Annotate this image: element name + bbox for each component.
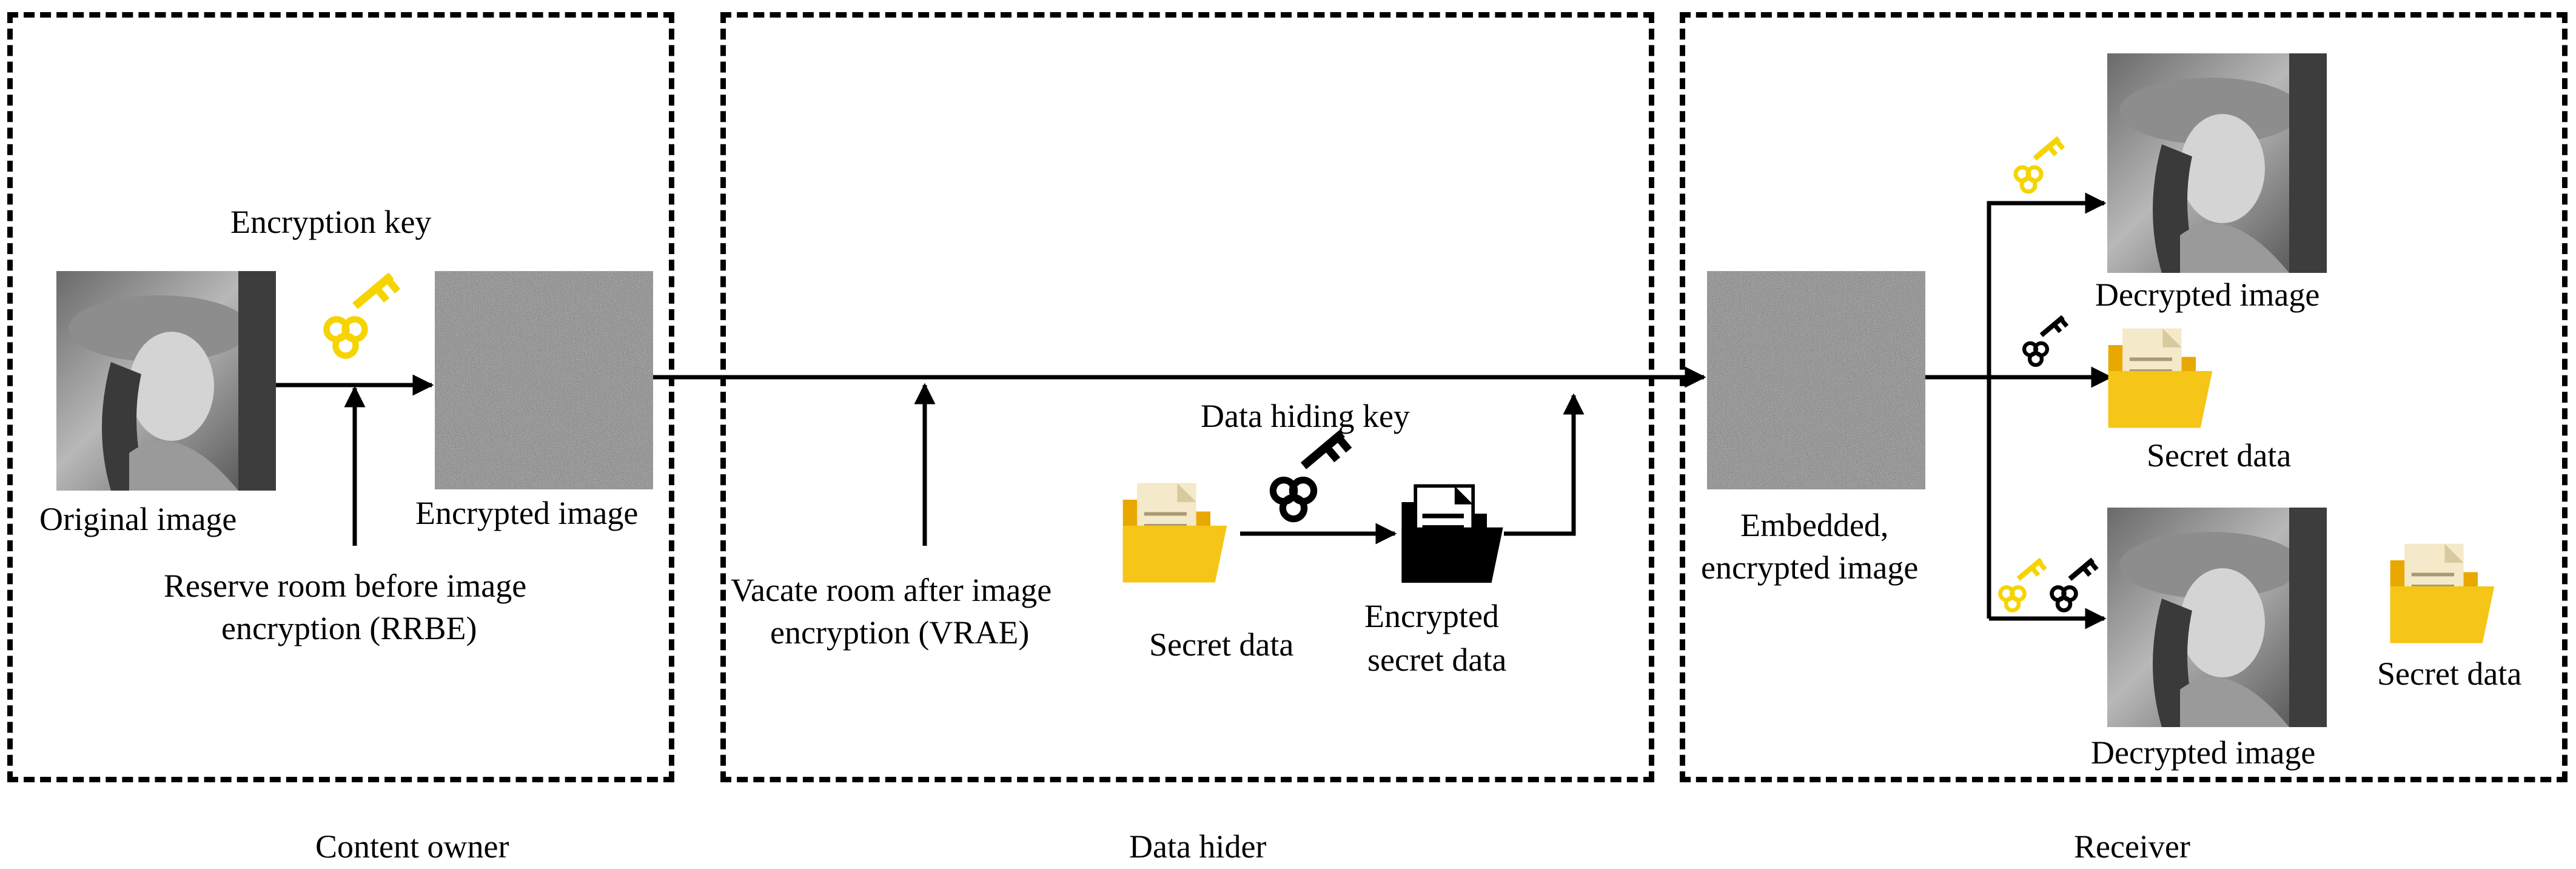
secret-data-receiver-label: Secret data — [2147, 437, 2292, 474]
decrypted-image-bottom-photo — [2107, 508, 2327, 727]
key-icon — [2050, 558, 2099, 612]
arrow-to-decrypted-top — [1987, 192, 2107, 619]
data-hiding-key-label: Data hiding key — [1201, 398, 1410, 434]
secret-data-right-label: Secret data — [2377, 656, 2522, 692]
data-hider-section-label: Data hider — [1129, 828, 1267, 865]
vrae-label-line2: encryption (VRAE) — [770, 614, 1030, 651]
data-hider-box — [720, 12, 1654, 782]
key-icon — [2013, 136, 2065, 194]
content-owner-section-label: Content owner — [315, 828, 509, 865]
key-icon — [2022, 315, 2069, 367]
arrow-secret-up — [1504, 393, 1585, 536]
embedded-label-line1: Embedded, — [1740, 507, 1889, 543]
decrypted-image-bottom-label: Decrypted image — [2091, 734, 2316, 771]
key-icon — [1998, 558, 2047, 612]
vrae-label-line1: Vacate room after image — [731, 572, 1052, 608]
content-owner-box — [7, 12, 674, 782]
rrbe-label-line1: Reserve room before image — [164, 568, 527, 604]
encrypted-image-noise — [435, 271, 653, 489]
folder-icon — [2390, 543, 2495, 643]
original-image-label: Original image — [39, 501, 237, 537]
encrypted-secret-label-line2: secret data — [1367, 642, 1507, 678]
decrypted-image-top-photo — [2107, 53, 2327, 273]
encrypted-image-label: Encrypted image — [415, 495, 639, 531]
key-icon — [1269, 431, 1352, 523]
secret-data-label: Secret data — [1149, 626, 1294, 663]
encryption-key-label: Encryption key — [230, 204, 432, 240]
embedded-encrypted-image-noise — [1707, 271, 1925, 489]
folder-icon — [1122, 483, 1227, 583]
folder-icon — [2108, 328, 2213, 428]
original-image-photo — [56, 271, 276, 491]
key-icon — [323, 273, 401, 359]
decrypted-image-top-label: Decrypted image — [2095, 277, 2320, 313]
rrbe-label-line2: encryption (RRBE) — [221, 610, 477, 646]
receiver-section-label: Receiver — [2074, 828, 2190, 865]
folder-icon — [1401, 484, 1503, 583]
receiver-box — [1680, 12, 2568, 782]
encrypted-secret-label-line1: Encrypted — [1364, 598, 1499, 634]
embedded-label-line2: encrypted image — [1701, 549, 1919, 586]
